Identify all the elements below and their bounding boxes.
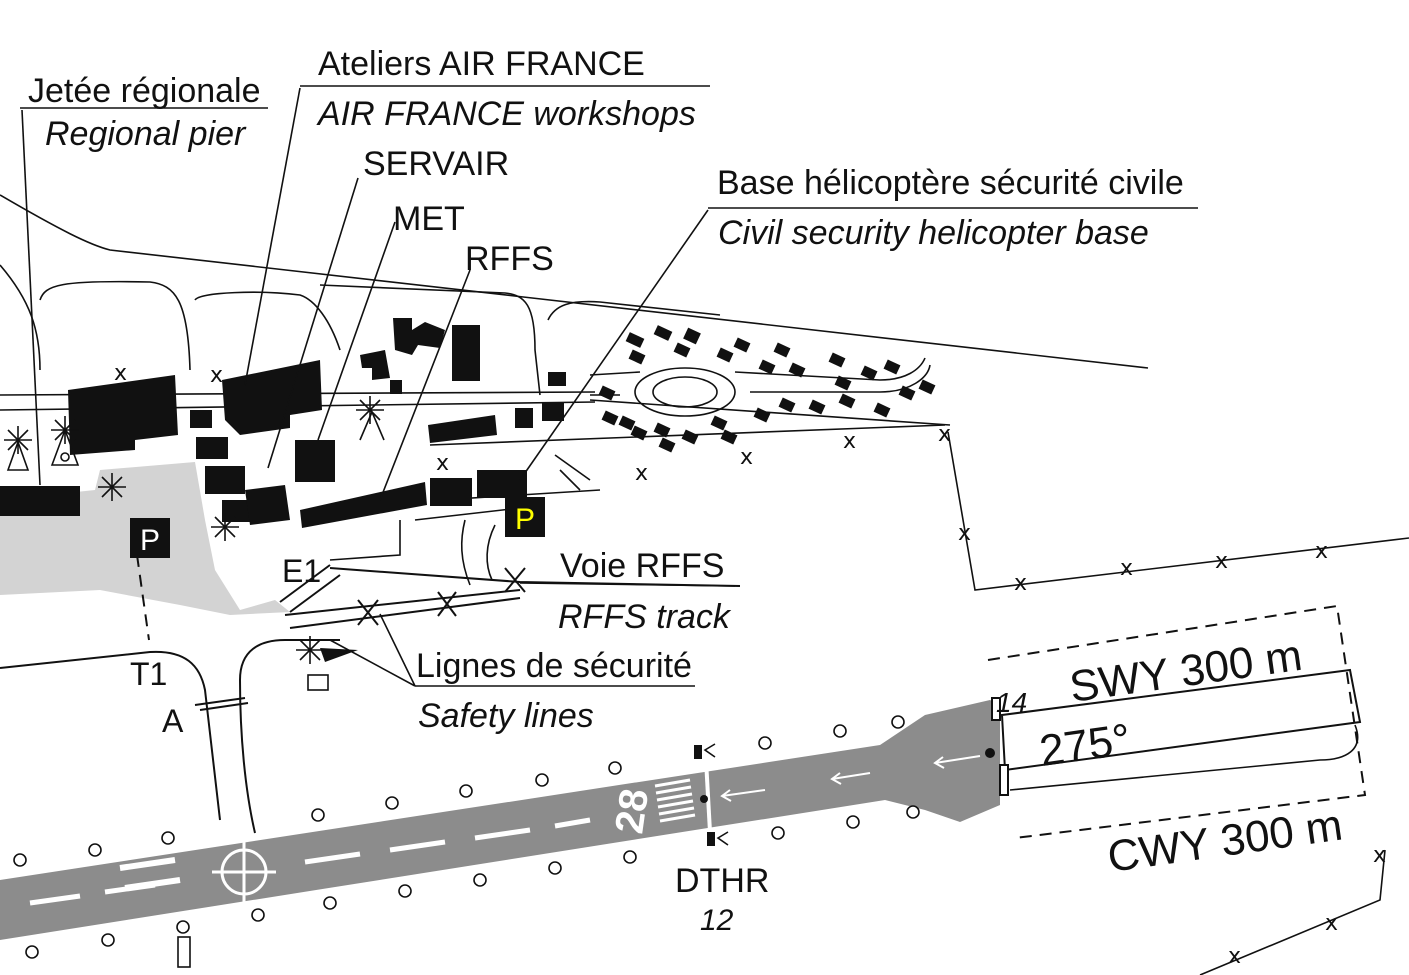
clearway <box>987 604 1367 839</box>
svg-text:x: x <box>1315 539 1328 564</box>
runway-end-dot <box>985 748 995 758</box>
heli-base-buildings <box>598 325 936 453</box>
windsock-icon <box>320 648 358 662</box>
label-safety-lines-fr: Lignes de sécurité <box>416 647 692 685</box>
label-met: MET <box>393 200 465 238</box>
label-safety-lines-en: Safety lines <box>418 697 594 735</box>
label-dthr-value: 12 <box>700 904 734 937</box>
svg-text:x: x <box>114 361 127 386</box>
svg-text:x: x <box>843 429 856 454</box>
svg-text:x: x <box>1373 843 1386 868</box>
label-rffs-track-fr: Voie RFFS <box>560 547 724 585</box>
parking-label-1: P <box>140 524 160 557</box>
label-rffs: RFFS <box>465 240 554 278</box>
label-taxiway-a: A <box>162 703 184 739</box>
parking-box-2 <box>505 497 545 537</box>
svg-text:x: x <box>740 445 753 470</box>
svg-text:x: x <box>958 521 971 546</box>
label-heading: 275° <box>1037 715 1134 776</box>
label-heli-base-en: Civil security helicopter base <box>718 214 1149 252</box>
svg-text:x: x <box>436 451 449 476</box>
svg-text:x: x <box>635 461 648 486</box>
label-regional-pier-fr: Jetée régionale <box>28 72 261 110</box>
label-heli-base-fr: Base hélicoptère sécurité civile <box>717 164 1184 202</box>
label-taxiway-e1: E1 <box>282 553 321 589</box>
svg-text:x: x <box>1120 556 1133 581</box>
tower-icons <box>6 409 385 968</box>
svg-text:x: x <box>1215 549 1228 574</box>
roundabout <box>634 367 736 417</box>
stopway <box>1000 668 1362 772</box>
label-swy: SWY 300 m <box>1067 631 1305 712</box>
svg-text:x: x <box>210 363 223 388</box>
label-af-workshops-fr: Ateliers AIR FRANCE <box>318 45 645 83</box>
svg-text:x: x <box>1014 571 1027 596</box>
dthr-flags <box>694 743 729 846</box>
runway <box>0 700 1000 940</box>
parking-label-2: P <box>515 503 535 536</box>
leader-lines <box>20 85 1198 687</box>
label-servair: SERVAIR <box>363 145 509 183</box>
dthr-arrows <box>720 755 981 802</box>
label-rffs-track-en: RFFS track <box>558 598 732 636</box>
runway-centerline <box>29 817 591 906</box>
runway-number: 28 <box>607 786 657 836</box>
svg-text:x: x <box>1228 944 1241 969</box>
label-dthr: DTHR <box>675 862 769 900</box>
fences <box>947 431 1409 975</box>
label-taxiway-t1: T1 <box>130 656 167 692</box>
parking-box-1 <box>130 518 170 558</box>
threshold-markings <box>654 778 696 823</box>
taxiways <box>0 564 741 834</box>
safety-line-marks <box>357 567 526 626</box>
label-af-workshops-en: AIR FRANCE workshops <box>316 95 696 133</box>
buildings <box>0 318 566 528</box>
label-threshold-14: 14 <box>996 687 1027 718</box>
fence-marks: x x x x x x x x x x x x x x x <box>114 361 1386 969</box>
aiming-markings <box>119 857 181 891</box>
runway-edge-lights <box>13 715 920 959</box>
svg-text:x: x <box>938 422 951 447</box>
compass-target-icon <box>212 840 276 904</box>
label-regional-pier-en: Regional pier <box>45 115 247 153</box>
svg-text:x: x <box>1325 911 1338 936</box>
dthr-dot <box>700 795 708 803</box>
